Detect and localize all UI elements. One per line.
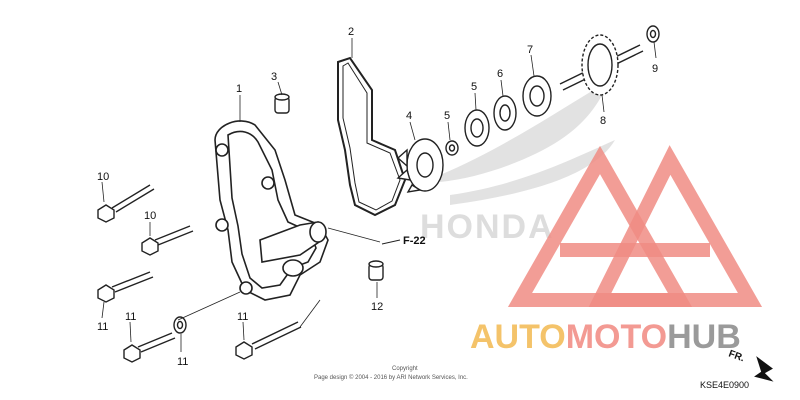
callout-1: 4 <box>406 110 412 122</box>
callout-6: 11 <box>177 356 188 368</box>
part-10-dowel-lower <box>368 260 384 281</box>
svg-text:FR.: FR. <box>727 348 746 364</box>
part-11-bolt-1 <box>97 184 155 223</box>
reference-f22: F-22 <box>403 235 426 247</box>
callout-leaders <box>101 38 657 352</box>
callout-3: 2 <box>348 26 354 38</box>
front-direction-arrow: FR. <box>727 348 774 382</box>
part-5-washer-inner <box>445 140 459 156</box>
callout-2: 1 <box>236 83 242 95</box>
part-9-seal <box>464 109 490 147</box>
automotohub-triangle-logo <box>507 145 763 307</box>
callout-10-lower: 12 <box>371 301 383 313</box>
part-11-bolt-2 <box>141 225 194 256</box>
part-3-gasket <box>337 56 407 217</box>
callout-12: 11 <box>237 311 248 323</box>
part-7-bearing <box>522 75 552 117</box>
part-6-washer <box>173 316 187 334</box>
honda-wing-logo <box>440 80 615 205</box>
callout-4: 8 <box>600 115 606 127</box>
part-2-pump-cover <box>214 120 329 301</box>
copyright-title: Copyright <box>392 366 418 372</box>
callout-11-a: 10 <box>97 171 109 183</box>
part-8-bearing <box>493 95 517 131</box>
part-1-impeller <box>396 138 444 193</box>
part-11-bolt-3 <box>97 271 154 303</box>
reference-arrow <box>381 239 401 245</box>
callout-8: 6 <box>497 68 503 80</box>
callout-11-d: 11 <box>125 311 136 323</box>
callout-9: 5 <box>471 81 477 93</box>
callout-11-b: 10 <box>144 210 156 222</box>
part-12-bolt <box>235 321 302 360</box>
callout-7: 7 <box>527 44 533 56</box>
watermark-brand: AUTOMOTOHUB <box>470 318 741 356</box>
callout-11-c: 11 <box>97 321 108 333</box>
callout-5-outer: 9 <box>652 63 658 75</box>
part-5-washer-outer <box>646 25 660 43</box>
diagram-code: KSE4E0900 <box>700 380 749 390</box>
callout-5-inner: 5 <box>444 110 450 122</box>
part-10-dowel-upper <box>274 93 290 114</box>
assembly-lines <box>177 227 381 328</box>
copyright-text: Page design © 2004 - 2016 by ARI Network… <box>314 374 468 381</box>
part-11-bolt-4 <box>123 332 176 363</box>
honda-logo-text: HONDA <box>420 208 555 246</box>
callout-10-upper: 3 <box>271 71 277 83</box>
part-4-pump-shaft-gear <box>559 34 644 96</box>
